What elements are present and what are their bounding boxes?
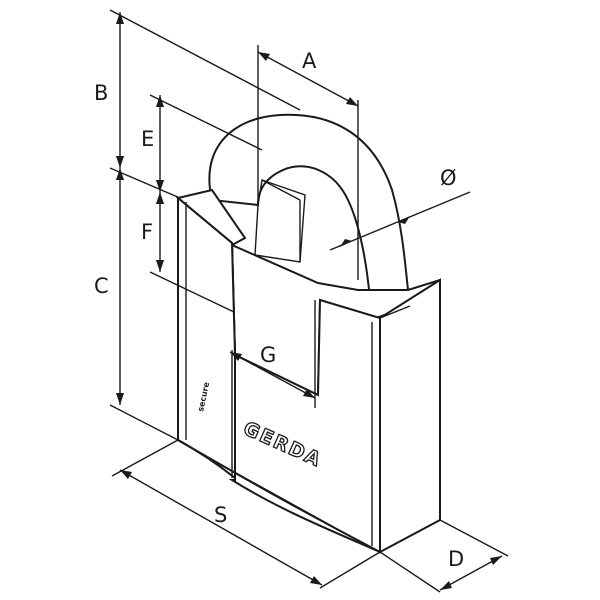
dimension-g: G (229, 300, 316, 408)
dimension-a: A (257, 45, 359, 280)
label-e: E (141, 127, 154, 151)
dimension-f: F (141, 192, 235, 313)
dimension-diameter: Ø (329, 166, 471, 251)
label-f: F (141, 220, 153, 244)
label-a: A (302, 49, 317, 73)
label-diameter: Ø (440, 166, 457, 190)
lock-body (175, 188, 441, 554)
dimension-e: E (141, 94, 263, 192)
label-g: G (260, 343, 276, 367)
dimension-c: C (94, 168, 179, 441)
label-c: C (94, 274, 109, 298)
dimension-s: S (111, 439, 381, 589)
dimension-b: B (94, 9, 301, 199)
label-d: D (448, 547, 464, 571)
dimension-d: D (379, 519, 509, 593)
label-s: S (214, 503, 227, 527)
label-b: B (94, 81, 108, 105)
